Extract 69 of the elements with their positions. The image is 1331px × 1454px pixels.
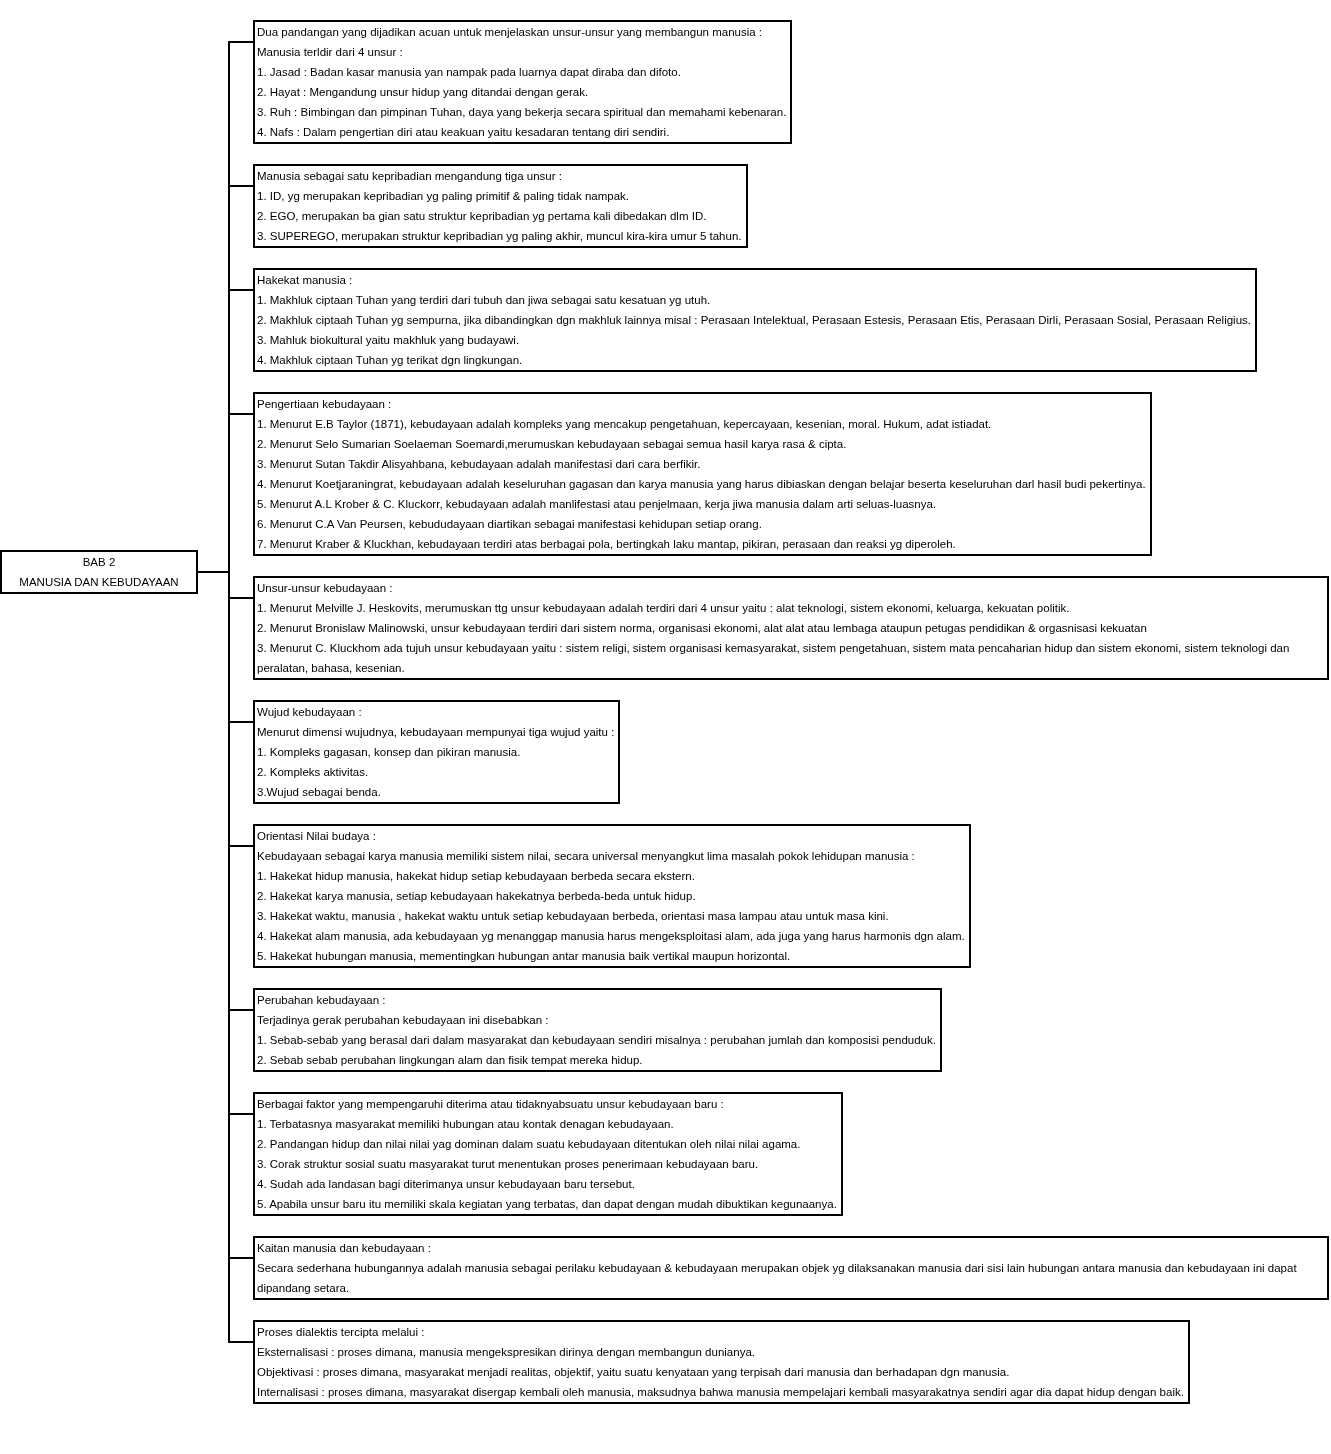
text-line: 4. Hakekat alam manusia, ada kebudayaan yg menanggap manusia harus mengeksploitasi alam, ada juga yang harus harmonis dgn alam. [257,929,965,944]
text-line: 2. Menurut Selo Sumarian Soelaeman Soemardi,merumuskan kebudayaan sebagai semua hasil karya rasa & cipta. [257,437,848,452]
box-heading: Hakekat manusia : [257,273,354,288]
box-heading: Manusia sebagai satu kepribadian mengandung tiga unsur : [257,169,563,184]
box-heading: Orientasi Nilai budaya : [257,829,377,844]
text-line: 1. Makhluk ciptaan Tuhan yang terdiri dari tubuh dan jiwa sebagai satu kesatuan yg utuh. [257,293,712,308]
text-line: 3. Mahluk biokultural yaitu makhluk yang budayawi. [257,333,521,348]
box-heading: Kaitan manusia dan kebudayaan : [257,1241,432,1256]
box-heading: Perubahan kebudayaan : [257,993,387,1008]
text-line: 3. Hakekat waktu, manusia , hakekat waktu untuk setiap kebudayaan berbeda, orientasi masa lampau atau untuk masa kini. [257,909,890,924]
text-line: 1. Terbatasnya masyarakat memiliki hubungan atau kontak denagan kebudayaan. [257,1117,675,1132]
text-line: 2. EGO, merupakan ba gian satu struktur kepribadian yg pertama kali dibedakan dlm ID. [257,209,708,224]
text-box [253,20,793,144]
text-line: 6. Menurut C.A Van Peursen, kebududayaan diartikan sebagai manifestasi kehidupan setiap orang. [257,517,763,532]
text-box [253,268,1258,372]
text-line: Objektivasi : proses dimana, masyarakat menjadi realitas, objektif, yaitu suatu kenyataan yang terpisah dari manusia dan berhadapan dgn manusia. [257,1365,1011,1380]
box-heading: Wujud kebudayaan : [257,705,363,720]
text-line: 1. Kompleks gagasan, konsep dan pikiran manusia. [257,745,522,760]
text-box [253,1236,1329,1300]
text-line: Eksternalisasi : proses dimana, manusia mengekspresikan dirinya dengan membangun dunianya. [257,1345,756,1360]
topic-box [0,550,198,594]
text-box [253,988,942,1072]
text-box [253,576,1329,680]
text-line: 7. Menurut Kraber & Kluckhan, kebudayaan terdiri atas berbagai pola, bertingkah laku mantap, pikiran, perasaan dan reaksi yg diperoleh. [257,537,957,552]
text-line: 2. Sebab sebab perubahan lingkungan alam dan fisik tempat mereka hidup. [257,1053,644,1068]
text-box [253,700,621,804]
text-line: 2. Hayat : Mengandung unsur hidup yang ditandai dengan gerak. [257,85,590,100]
text-line: 2. Kompleks aktivitas. [257,765,370,780]
text-line: Terjadinya gerak perubahan kebudayaan ini disebabkan : [257,1013,550,1028]
text-line: 2. Hakekat karya manusia, setiap kebudayaan hakekatnya berbeda-beda untuk hidup. [257,889,697,904]
text-box [253,1320,1190,1404]
text-line: 3. Menurut Sutan Takdir Alisyahbana, kebudayaan adalah manifestasi dari cara berfikir. [257,457,702,472]
text-line: 5. Menurut A.L Krober & C. Kluckorr, kebudayaan adalah manlifestasi atau penjelmaan, kerja jiwa manusia dalam arti seluas-luasnya. [257,497,938,512]
text-line: 1. Hakekat hidup manusia, hakekat hidup setiap kebudayaan berbeda secara ekstern. [257,869,696,884]
text-box [253,824,971,968]
text-line: 3. SUPEREGO, merupakan struktur kepribadian yg paling akhir, muncul kira-kira umur 5 tahun. [257,229,742,244]
text-line: 5. Hakekat hubungan manusia, mementingkan hubungan antar manusia baik vertikal maupun horizontal. [257,949,792,964]
text-line: Menurut dimensi wujudnya, kebudayaan mempunyai tiga wujud yaitu : [257,725,615,740]
text-line: 1. Menurut Melville J. Heskovits, merumuskan ttg unsur kebudayaan adalah terdiri dari 4 unsur yaitu : alat teknologi, sistem ekonomi, keluarga, kekuatan politik. [257,601,1071,616]
text-box [253,1092,843,1216]
text-line: Internalisasi : proses dimana, masyarakat disergap kembali oleh manusia, maksudnya bahwa manusia mempelajari kembali masyarakatnya sendiri agar dia dapat hidup dengan baik. [257,1385,1184,1400]
text-line: Kebudayaan sebagai karya manusia memiliki sistem nilai, secara universal menyangkut lima masalah pokok lehidupan manusia : [257,849,916,864]
text-line: 4. Menurut Koetjaraningrat, kebudayaan adalah keseluruhan gagasan dan karya manusia yang harus dibiaskan dengan belajar beserta keseluruhan darl hasil budi pekertinya. [257,477,1146,492]
text-line: 3. Corak struktur sosial suatu masyarakat turut menentukan proses penerimaan kebudayaan baru. [257,1157,760,1172]
text-line: 4. Sudah ada landasan bagi diterimanya unsur kebudayaan baru tersebut. [257,1177,636,1192]
box-heading: Berbagai faktor yang mempengaruhi diterima atau tidaknyabsuatu unsur kebudayaan baru : [257,1097,725,1112]
box-heading: Dua pandangan yang dijadikan acuan untuk menjelaskan unsur-unsur yang membangun manusia : [257,25,764,40]
text-line: 5. Apabila unsur baru itu memiliki skala kegiatan yang terbatas, dan dapat dengan mudah dibuktikan kegunaanya. [257,1197,837,1212]
text-line: 3. Menurut C. Kluckhom ada tujuh unsur kebudayaan yaitu : sistem religi, sistem organisasi kemasyarakat, sistem pengetahuan, sistem mata pencaharian hidup dan sistem ekonomi, sistem teknologi dan peralatan, bahasa, kesenian. [257,641,1291,676]
text-line: 3.Wujud sebagai benda. [257,785,382,800]
text-line: 2. Makhluk ciptaah Tuhan yg sempurna, jika dibandingkan dgn makhluk lainnya misal : Perasaan Intelektual, Perasaan Estesis, Perasaan Etis, Perasaan Dirli, Perasaan Sosial, Perasaan Religius. [257,313,1252,328]
text-line: Manusia terldir dari 4 unsur : [257,45,404,60]
text-line: 1. Sebab-sebab yang berasal dari dalam masyarakat dan kebudayaan sendiri misalnya : perubahan jumlah dan komposisi penduduk. [257,1033,936,1048]
text-line: MANUSIA DAN KEBUDAYAAN [18,575,180,590]
box-heading: Pengertiaan kebudayaan : [257,397,393,412]
text-box [253,392,1152,556]
text-line: 1. Menurut E.B Taylor (1871), kebudayaan adalah kompleks yang mencakup pengetahuan, kepercayaan, kesenian, moral. Hukum, adat istiadat. [257,417,993,432]
text-line: 2. Pandangan hidup dan nilai nilai yag dominan dalam suatu kebudayaan ditentukan oleh nilai nilai agama. [257,1137,802,1152]
text-line: 1. ID, yg merupakan kepribadian yg paling primitif & paling tidak nampak. [257,189,631,204]
text-line: 4. Nafs : Dalam pengertian diri atau keakuan yaitu kesadaran tentang diri sendiri. [257,125,671,140]
text-line: 1. Jasad : Badan kasar manusia yan nampak pada luarnya dapat diraba dan difoto. [257,65,682,80]
text-line: 2. Menurut Bronislaw Malinowski, unsur kebudayaan terdiri dari sistem norma, organisasi ekonomi, alat alat atau lembaga ataupun petugas pendidikan & orgasnisasi kekuatan [257,621,1148,636]
text-line: 4. Makhluk ciptaan Tuhan yg terikat dgn lingkungan. [257,353,524,368]
text-line: Secara sederhana hubungannya adalah manusia sebagai perilaku kebudayaan & kebudayaan merupakan objek yg dilaksanakan manusia dari sisi lain hubungan antara manusia dan kebudayaan ini dapat dipandang setara. [257,1261,1298,1296]
box-heading: Proses dialektis tercipta melalui : [257,1325,426,1340]
text-box [253,164,748,248]
box-heading: Unsur-unsur kebudayaan : [257,581,394,596]
box-heading: BAB 2 [81,555,117,570]
text-line: 3. Ruh : Bimbingan dan pimpinan Tuhan, daya yang bekerja secara spiritual dan memahami kebenaran. [257,105,787,120]
